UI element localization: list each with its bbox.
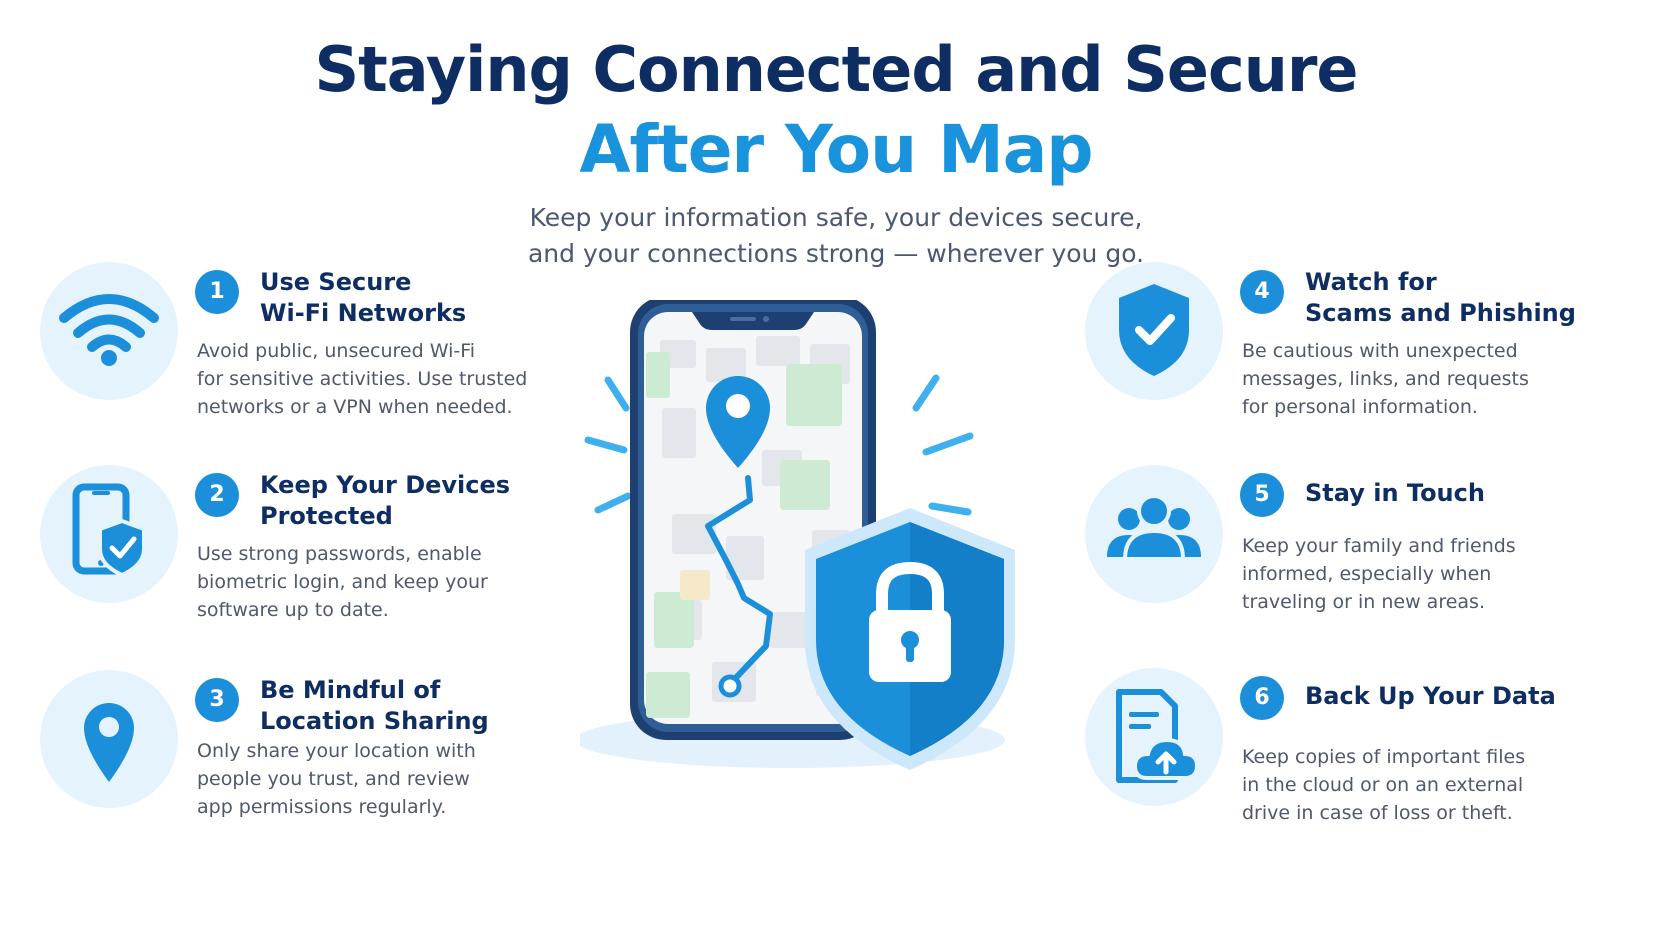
lock-shield <box>805 508 1015 770</box>
tip-number-badge: 3 <box>195 678 239 722</box>
subtitle-line-2: and your connections strong — wherever y… <box>527 239 1145 268</box>
tip-title: Watch for Scams and Phishing <box>1305 268 1576 327</box>
shield-check-icon <box>1085 262 1223 400</box>
phone-shield-icon <box>40 465 178 603</box>
page-title: Staying Connected and Secure <box>314 33 1359 106</box>
tip-stay-in-touch: 5 Stay in Touch Keep your family and fri… <box>1085 465 1645 615</box>
tip-description: Only share your location with people you… <box>197 740 476 818</box>
tip-location-sharing: 3 Be Mindful of Location Sharing Only sh… <box>40 670 600 820</box>
page-subtitle: Keep your information safe, your devices… <box>436 200 1236 272</box>
tip-number-badge: 1 <box>195 270 239 314</box>
subtitle-line-1: Keep your information safe, your devices… <box>529 203 1143 232</box>
location-pin-icon <box>40 670 178 808</box>
tip-number-badge: 5 <box>1240 473 1284 517</box>
tip-description: Avoid public, unsecured Wi-Fi for sensit… <box>197 340 528 418</box>
signal-rays-right <box>912 374 974 516</box>
people-group-icon <box>1085 465 1223 603</box>
tip-title: Use Secure Wi-Fi Networks <box>260 268 467 327</box>
cloud-backup-icon <box>1085 668 1223 806</box>
tip-description: Use strong passwords, enable biometric l… <box>197 543 488 621</box>
tip-scams-phishing: 4 Watch for Scams and Phishing Be cautio… <box>1085 262 1645 418</box>
phone-map-with-lock-shield-icon <box>575 296 1100 840</box>
tip-title: Stay in Touch <box>1305 479 1485 507</box>
wifi-icon <box>40 262 178 400</box>
tip-protect-devices: 2 Keep Your Devices Protected Use strong… <box>40 465 600 621</box>
tip-description: Be cautious with unexpected messages, li… <box>1242 340 1529 418</box>
tip-title: Be Mindful of Location Sharing <box>260 676 489 735</box>
tip-title: Back Up Your Data <box>1305 682 1556 710</box>
tip-description: Keep your family and friends informed, e… <box>1242 535 1516 613</box>
tip-number-badge: 6 <box>1240 676 1284 720</box>
signal-rays-left <box>584 376 632 514</box>
page-title-highlight: After You Map <box>579 111 1093 188</box>
tip-description: Keep copies of important files in the cl… <box>1242 746 1526 824</box>
tip-number-badge: 4 <box>1240 270 1284 314</box>
tip-back-up-data: 6 Back Up Your Data Keep copies of impor… <box>1085 668 1645 824</box>
tip-secure-wifi: 1 Use Secure Wi-Fi Networks Avoid public… <box>40 262 600 418</box>
tip-title: Keep Your Devices Protected <box>260 471 511 530</box>
tip-number-badge: 2 <box>195 473 239 517</box>
